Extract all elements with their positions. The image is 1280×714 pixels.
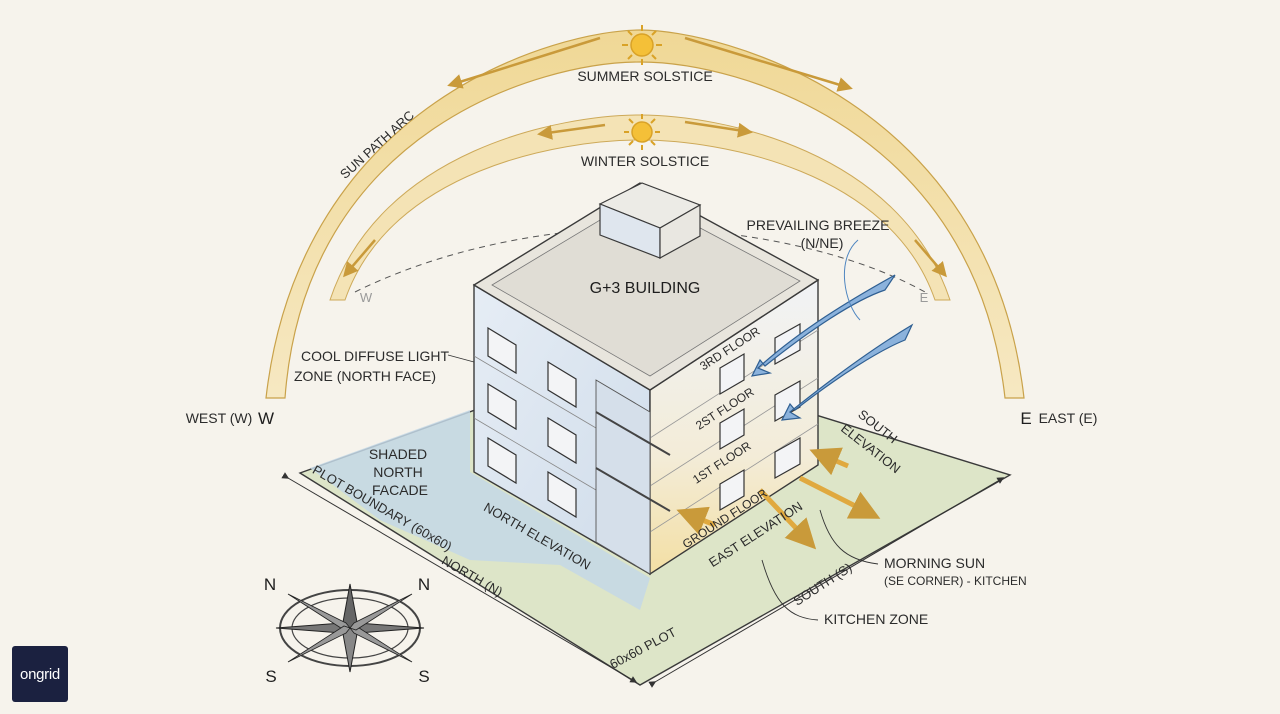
floor-line (473, 417, 597, 491)
compass-n-right: N (418, 575, 430, 594)
summer-arc (265, 29, 1025, 399)
compass-s-right: S (418, 667, 429, 686)
summer-solstice-label: SUMMER SOLSTICE (577, 68, 712, 84)
compass-rose-icon (275, 583, 425, 673)
summer-sun-icon (622, 25, 662, 65)
window (547, 470, 577, 519)
west-label: WEST (W) (186, 410, 253, 426)
west-arrow (343, 239, 376, 278)
roof-inner (491, 195, 801, 377)
east-letter: E (1020, 409, 1031, 428)
plot-dimension-left (281, 472, 638, 683)
arc-west-marker: W (360, 290, 373, 305)
morning-sun-label-line2: (SE CORNER) - KITCHEN (884, 574, 1027, 588)
horizon-dashed (354, 227, 926, 293)
window (487, 382, 517, 431)
north-windows (487, 326, 577, 519)
balcony-rail (595, 467, 671, 512)
window (774, 436, 801, 480)
window (487, 326, 517, 375)
plot-dimension-right (648, 477, 1005, 688)
winter-solstice-label: WINTER SOLSTICE (581, 153, 709, 169)
leader-line-kitchen (761, 559, 819, 621)
cool-light-label-line1: COOL DIFFUSE LIGHT (301, 348, 450, 364)
brand-logo: ongrid (12, 646, 68, 702)
kitchen-zone-label: KITCHEN ZONE (824, 611, 928, 627)
balcony-recess (595, 379, 651, 575)
winter-sun-icon (624, 114, 660, 150)
breeze-arrow-icon (780, 323, 914, 421)
window (547, 360, 577, 409)
east-arrow (914, 239, 947, 278)
sun-ray-arrow (758, 488, 817, 550)
floor-line (473, 355, 597, 429)
brand-logo-text: ongrid (20, 665, 60, 683)
summer-arrow-left (447, 36, 601, 89)
sun-ray-arrow (676, 506, 716, 535)
winter-arrow-left (537, 123, 606, 140)
window (719, 407, 745, 451)
east-windows (719, 322, 801, 512)
window (719, 468, 745, 512)
sun-ray-arrow (809, 447, 849, 476)
building (472, 182, 820, 576)
winter-arrow-right (684, 120, 753, 138)
leader-line-morning-sun (819, 509, 879, 565)
window (774, 379, 801, 423)
window (547, 416, 577, 465)
shaded-label-line1: SHADED (369, 446, 427, 462)
compass-s-left: S (265, 667, 276, 686)
breeze-label-line1: PREVAILING BREEZE (747, 217, 890, 233)
sun-ray-arrow (798, 475, 881, 519)
arc-east-marker: E (920, 290, 929, 305)
east-label: EAST (E) (1039, 410, 1098, 426)
summer-arrow-right (684, 36, 853, 92)
shaded-label-line3: FACADE (372, 482, 428, 498)
window (719, 352, 745, 396)
breeze-leader-line (843, 239, 861, 321)
cool-light-label-line2: ZONE (NORTH FACE) (294, 368, 436, 384)
shaded-label-line2: NORTH (373, 464, 423, 480)
morning-sun-label-line1: MORNING SUN (884, 555, 985, 571)
sun-rays (676, 447, 881, 550)
window (487, 436, 517, 485)
breeze-arrow-icon (750, 274, 896, 377)
compass-n-left: N (264, 575, 276, 594)
building-title: G+3 BUILDING (590, 280, 701, 297)
stair-block-right (659, 203, 701, 260)
balcony-rail (595, 411, 671, 456)
breeze-label-line2: (N/NE) (801, 235, 844, 251)
west-letter: W (258, 409, 274, 428)
leader-line-cool-light (447, 354, 475, 363)
